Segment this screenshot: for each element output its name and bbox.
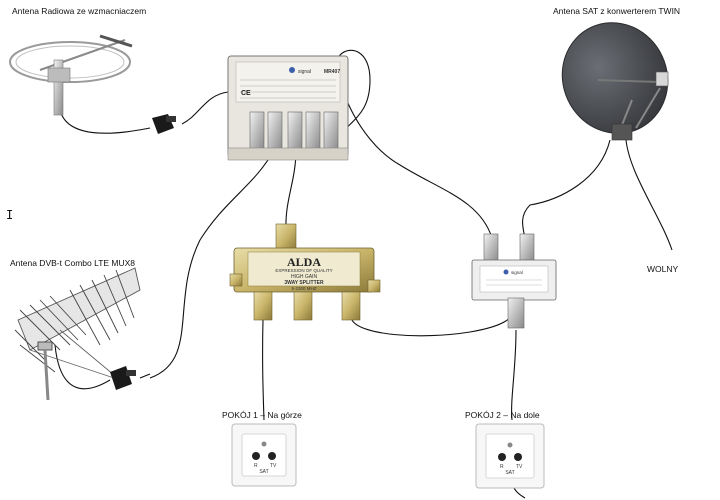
cable-sat-to-diplexer — [522, 139, 611, 239]
diplexer-brand: signal — [511, 270, 523, 275]
cable-diplexer-to-room2 — [511, 329, 517, 421]
cable-splitter-to-diplexer — [351, 304, 516, 337]
cable-splitter-to-room1 — [262, 319, 265, 421]
radio-antenna — [9, 34, 133, 116]
dvbt-antenna-label: Antena DVB-t Combo LTE MUX8 — [10, 258, 136, 268]
splitter-type: 3WAY SPLITTER — [284, 280, 324, 286]
dvbt-antenna — [14, 267, 141, 401]
dvbt-power-adapter — [110, 366, 151, 390]
splitter-brand: ALDA — [287, 255, 321, 269]
cable-dvbt-adapter-to-amplifier — [149, 149, 275, 379]
room1-wall-socket: R TV SAT — [231, 423, 297, 487]
brand-logo-icon — [289, 67, 295, 73]
tv-port-icon — [268, 452, 276, 460]
radio-port-icon — [252, 452, 260, 460]
socket1-r-label: R — [254, 463, 258, 469]
cable-amplifier-to-splitter — [285, 149, 297, 229]
tv-port-icon — [514, 453, 522, 461]
socket1-sat-label: SAT — [259, 469, 268, 475]
cable-radio-to-adapter — [59, 109, 151, 134]
satellite-dish — [561, 22, 669, 141]
room1-label: POKÓJ 1 – Na górze — [222, 410, 302, 420]
room2-label: POKÓJ 2 – Na dole — [465, 410, 540, 420]
free-output-label: WOLNY — [647, 264, 679, 274]
sat-antenna-label: Antena SAT z konwerterem TWIN — [553, 6, 681, 16]
amplifier-brand: signal — [298, 69, 311, 75]
cable-radio-adapter-to-amplifier — [181, 91, 229, 125]
text-cursor: I — [6, 208, 14, 222]
cable-sat-free-output — [625, 139, 673, 251]
amplifier-connectors — [249, 111, 339, 151]
socket2-sat-label: SAT — [505, 470, 514, 476]
radio-power-adapter — [152, 114, 176, 134]
sat-tv-diplexer: signal — [471, 233, 557, 329]
diplexer-logo-icon — [503, 269, 509, 275]
radio-antenna-label: Antena Radiowa ze wzmacniaczem — [12, 6, 147, 16]
splitter-gain: HIGH GAIN — [291, 274, 318, 280]
amplifier-model: MR407 — [324, 69, 340, 75]
cable-amplifier-to-diplexer — [329, 49, 493, 239]
socket2-tv-label: TV — [516, 464, 523, 470]
radio-port-icon — [498, 453, 506, 461]
splitter-tagline: EXPRESSION OF QUALITY — [275, 268, 332, 273]
three-way-splitter: ALDA EXPRESSION OF QUALITY HIGH GAIN 3WA… — [229, 223, 381, 321]
socket2-r-label: R — [500, 464, 504, 470]
svg-text:CE: CE — [241, 90, 251, 97]
room2-wall-socket: R TV SAT — [475, 423, 545, 489]
multiswitch-amplifier: signal MR407 CE — [227, 55, 349, 161]
socket1-tv-label: TV — [270, 463, 277, 469]
splitter-frequency: 5-2300 MHZ — [291, 286, 316, 291]
cable-dvbt-to-adapter — [54, 344, 111, 390]
